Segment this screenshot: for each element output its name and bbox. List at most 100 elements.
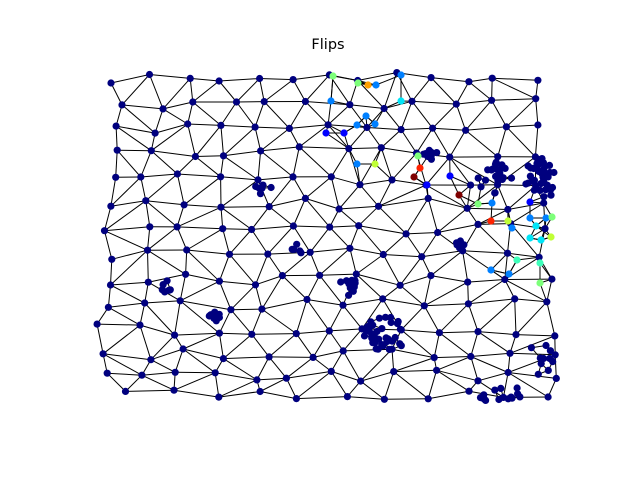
graph-node: [464, 278, 472, 286]
graph-edge: [218, 254, 230, 282]
graph-edge: [263, 79, 294, 102]
graph-edge: [358, 225, 384, 255]
graph-edge: [219, 332, 252, 335]
graph-edge: [254, 126, 262, 152]
graph-node: [538, 167, 546, 175]
graph-edge: [477, 331, 511, 354]
graph-node: [551, 351, 559, 359]
graph-node: [487, 217, 495, 225]
graph-edge: [428, 197, 468, 209]
graph-node: [530, 186, 538, 194]
graph-edge: [504, 279, 516, 300]
graph-node: [352, 270, 360, 278]
graph-edge: [393, 357, 435, 373]
graph-edge: [338, 208, 360, 227]
graph-edge: [380, 129, 402, 149]
graph-edge: [477, 223, 511, 225]
graph-node: [327, 173, 335, 181]
graph-edge: [338, 184, 361, 210]
graph-node: [505, 270, 513, 278]
graph-edge: [150, 334, 175, 361]
graph-edge: [104, 230, 148, 251]
graph-node: [301, 194, 309, 202]
graph-edge: [261, 275, 283, 310]
graph-node: [327, 97, 335, 105]
graph-edge: [222, 228, 252, 230]
graph-node: [215, 393, 223, 401]
graph-node: [217, 121, 225, 129]
graph-node: [416, 164, 424, 172]
graph-edge: [400, 101, 413, 130]
graph-edge: [223, 150, 261, 157]
graph-edge: [309, 226, 331, 253]
graph-node: [465, 387, 473, 395]
graph-edge: [110, 177, 117, 207]
graph-node: [205, 312, 213, 320]
graph-node: [161, 288, 169, 296]
graph-edge: [292, 176, 306, 199]
graph-edge: [359, 179, 393, 186]
graph-node: [371, 160, 379, 168]
graph-node: [184, 120, 192, 128]
graph-node: [494, 153, 502, 161]
graph-node: [474, 328, 482, 336]
graph-edge: [423, 275, 432, 306]
graph-node: [325, 327, 333, 335]
graph-node: [215, 277, 223, 285]
graph-edge: [251, 206, 270, 230]
graph-edge: [327, 100, 332, 125]
graph-node: [375, 314, 383, 322]
graph-edge: [110, 74, 150, 84]
graph-edge: [219, 78, 260, 82]
graph-node: [143, 246, 152, 254]
graph-edge: [147, 249, 186, 275]
graph-node: [506, 349, 514, 357]
graph-node: [532, 95, 540, 103]
graph-node: [171, 368, 179, 376]
graph-edge: [177, 226, 223, 230]
graph-edge: [286, 370, 332, 379]
graph-edge: [491, 98, 536, 101]
graph-node: [265, 353, 273, 361]
graph-edge: [405, 233, 423, 257]
graph-node: [309, 353, 317, 361]
graph-node: [536, 354, 544, 362]
graph-edge: [382, 254, 401, 286]
graph-edge: [378, 184, 427, 207]
graph-node: [530, 164, 538, 173]
figure-title: Flips: [311, 37, 344, 53]
graph-edge: [327, 124, 350, 149]
graph-node: [536, 186, 544, 194]
graph-node: [467, 352, 475, 361]
graph-edge: [260, 150, 294, 178]
graph-node: [372, 81, 380, 89]
graph-edge: [267, 225, 294, 255]
graph-node: [477, 183, 485, 191]
graph-edge: [349, 247, 384, 255]
graph-edge: [110, 259, 113, 286]
graph-node: [219, 152, 228, 160]
graph-edge: [467, 207, 508, 210]
graph-edge: [115, 126, 118, 151]
graph-edge: [306, 299, 330, 332]
graph-edge: [251, 229, 269, 255]
graph-node: [339, 347, 347, 355]
graph-node: [433, 366, 441, 374]
graph-edge: [432, 127, 451, 158]
graph-node: [335, 205, 343, 213]
graph-edge: [162, 108, 188, 125]
graph-edge: [230, 309, 253, 335]
graph-edge: [251, 333, 297, 335]
graph-edge: [292, 225, 311, 253]
graph-edge: [514, 298, 547, 303]
graph-edge: [175, 371, 216, 374]
graph-edge: [546, 278, 553, 302]
graph-edge: [220, 124, 256, 128]
graph-edge: [103, 353, 151, 361]
graph-node: [348, 276, 356, 284]
graph-node: [364, 81, 372, 89]
graph-edge: [535, 98, 539, 126]
graph-node: [499, 163, 507, 171]
graph-node: [212, 317, 220, 325]
graph-edge: [104, 226, 150, 232]
